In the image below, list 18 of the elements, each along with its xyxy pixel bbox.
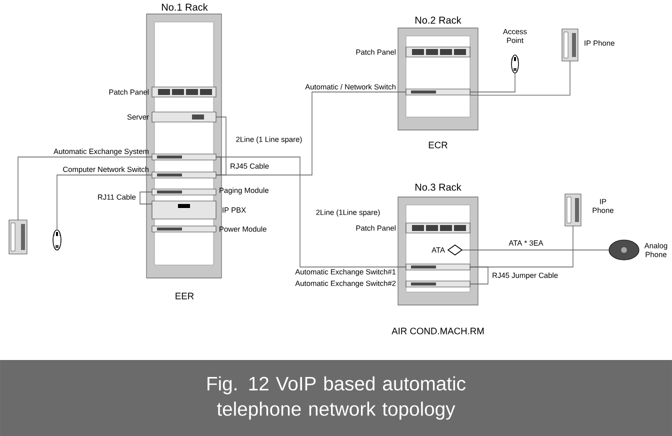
- cable-line: [216, 92, 406, 176]
- access-point-icon: [52, 230, 62, 250]
- cable-line: [470, 60, 570, 96]
- room-label: AIR COND.MACH.RM: [392, 328, 484, 334]
- rack-title: No.3 Rack: [415, 183, 462, 191]
- rack-title: No.2 Rack: [415, 16, 462, 24]
- cable-line: [18, 156, 152, 220]
- cable-line: [56, 174, 152, 230]
- cable-line: [470, 72, 516, 92]
- cable-line: [140, 192, 152, 204]
- room-label: EER: [176, 292, 194, 300]
- cable-line: [470, 266, 488, 284]
- cable-line: [216, 156, 406, 268]
- phone-icon: [8, 220, 28, 254]
- room-label: ECR: [428, 142, 448, 148]
- rack-title: No.1 Rack: [162, 3, 208, 11]
- cable-line: [216, 116, 226, 176]
- caption-band: Fig. 12 VoIP based automatic telephone network topology: [0, 360, 672, 436]
